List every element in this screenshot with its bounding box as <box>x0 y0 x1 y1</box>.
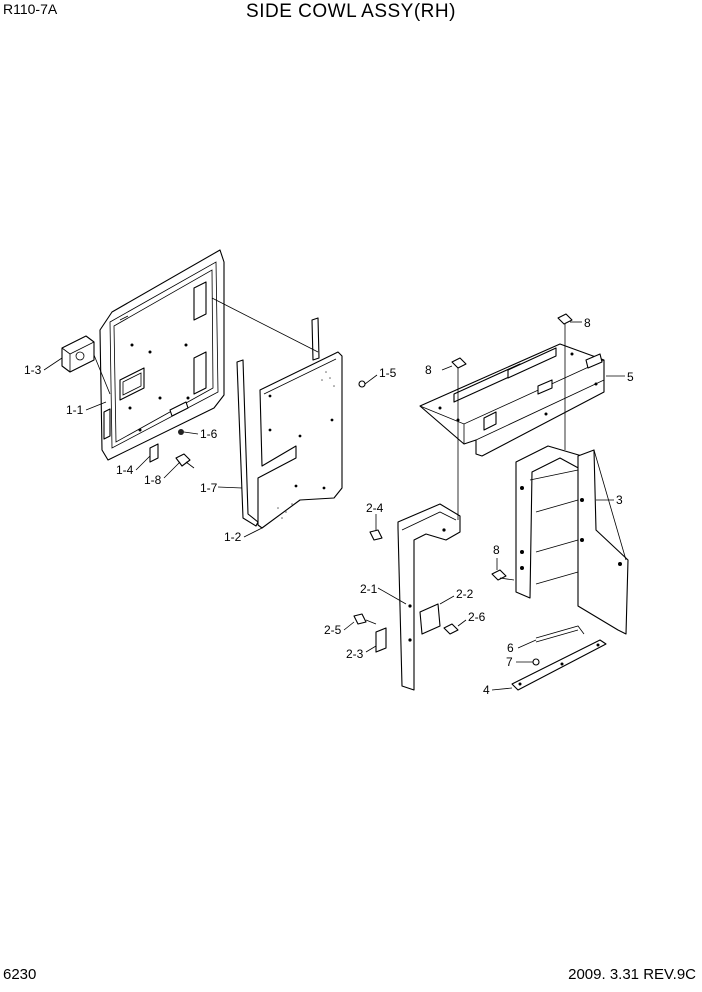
callout-8-top: 8 <box>584 316 591 330</box>
part-bolt-2-5[interactable] <box>353 613 377 625</box>
part-bolt-1-8[interactable] <box>175 453 195 469</box>
part-seal-strip[interactable] <box>236 359 259 527</box>
part-nut-1-6[interactable] <box>178 429 184 435</box>
callout-2-5: 2-5 <box>324 623 342 637</box>
callout-8-mid: 8 <box>425 363 432 377</box>
callout-2-1: 2-1 <box>360 582 378 596</box>
callout-3: 3 <box>616 493 623 507</box>
callout-1-7: 1-7 <box>200 481 218 495</box>
callout-2-4: 2-4 <box>366 501 384 515</box>
part-grommet[interactable] <box>358 380 366 388</box>
part-hinge-small[interactable] <box>149 443 159 463</box>
part-bolt-8-low[interactable] <box>491 569 515 581</box>
callout-7: 7 <box>506 655 513 669</box>
part-bolt-8-mid[interactable] <box>451 357 467 392</box>
page-title: SIDE COWL ASSY(RH) <box>246 1 456 22</box>
part-mounting-plate[interactable] <box>419 343 605 457</box>
callout-5: 5 <box>627 370 634 384</box>
callout-1-3: 1-3 <box>24 363 42 377</box>
callout-1-5: 1-5 <box>379 366 397 380</box>
callout-leader-lines <box>43 321 625 691</box>
callout-1-8: 1-8 <box>144 473 162 487</box>
part-lock[interactable] <box>61 335 95 373</box>
callout-1-1: 1-1 <box>66 403 84 417</box>
part-clip-2-2[interactable] <box>419 603 441 635</box>
part-rubber-strip[interactable] <box>511 639 607 691</box>
callout-8-low: 8 <box>493 543 500 557</box>
callout-1-6: 1-6 <box>200 427 218 441</box>
part-bolt-8-top[interactable] <box>557 313 573 340</box>
page-number: 6230 <box>3 966 37 983</box>
model-number: R110-7A <box>3 1 58 17</box>
part-washer[interactable] <box>532 658 540 666</box>
part-side-frame[interactable] <box>397 503 461 691</box>
assembly-guide-lines <box>93 297 566 520</box>
revision-date: 2009. 3.31 REV.9C <box>568 966 696 983</box>
part-inner-panel[interactable] <box>257 317 343 529</box>
part-bolt-2-4[interactable] <box>369 529 383 541</box>
callout-2-3: 2-3 <box>346 647 364 661</box>
part-support-bracket[interactable] <box>515 445 629 635</box>
callout-2-2: 2-2 <box>456 587 474 601</box>
part-door-panel[interactable] <box>99 249 225 461</box>
part-bolt-2-6[interactable] <box>443 623 459 635</box>
callout-4: 4 <box>483 683 490 697</box>
callout-2-6: 2-6 <box>468 610 486 624</box>
part-clip-2-3[interactable] <box>375 627 387 653</box>
callout-1-2: 1-2 <box>224 530 242 544</box>
callout-6: 6 <box>507 641 514 655</box>
part-rod[interactable] <box>535 625 585 643</box>
callout-1-4: 1-4 <box>116 463 134 477</box>
